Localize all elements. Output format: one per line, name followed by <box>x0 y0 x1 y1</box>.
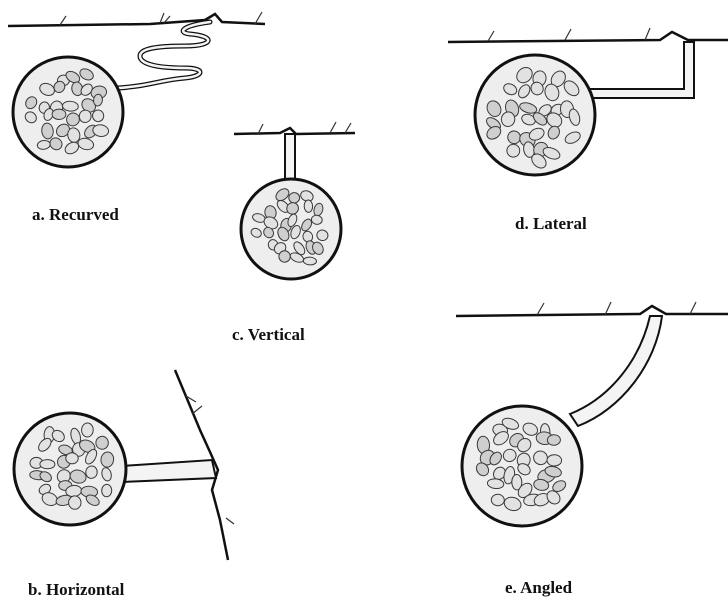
horizontal-stalk <box>122 460 216 482</box>
cyst-cell <box>491 494 505 506</box>
cyst-cell <box>547 455 562 466</box>
caption-e: e. Angled <box>505 578 572 598</box>
angled-stalk <box>570 316 662 426</box>
vessel-branch-d1 <box>488 28 650 41</box>
vertical-stalk <box>285 134 295 180</box>
panel-c-vertical <box>234 122 355 279</box>
panel-a-recurved <box>8 12 265 167</box>
caption-d: d. Lateral <box>515 214 587 234</box>
cyst-cell <box>52 109 66 120</box>
panel-e-angled <box>456 302 728 526</box>
vessel-branch-a1 <box>60 16 66 25</box>
cyst-cell <box>101 484 111 497</box>
cyst-cell <box>95 436 108 450</box>
host-vessel-e <box>456 306 728 316</box>
recurved-stalk <box>118 22 210 88</box>
cyst-cell <box>40 459 55 468</box>
caption-b: b. Horizontal <box>28 580 124 600</box>
caption-a: a. Recurved <box>32 205 119 225</box>
cyst-cell <box>69 496 81 509</box>
cyst-cell <box>81 423 93 438</box>
cyst-cell <box>303 257 317 265</box>
panel-d-lateral <box>448 28 728 175</box>
vessel-branch-a3 <box>255 12 262 24</box>
caption-c: c. Vertical <box>232 325 305 345</box>
cyst-cell <box>66 453 79 464</box>
host-vessel-a <box>8 14 265 26</box>
cyst-cell <box>304 200 313 213</box>
cyst-cell <box>547 434 561 445</box>
panel-b-horizontal <box>14 370 234 560</box>
lateral-stalk <box>590 42 694 98</box>
